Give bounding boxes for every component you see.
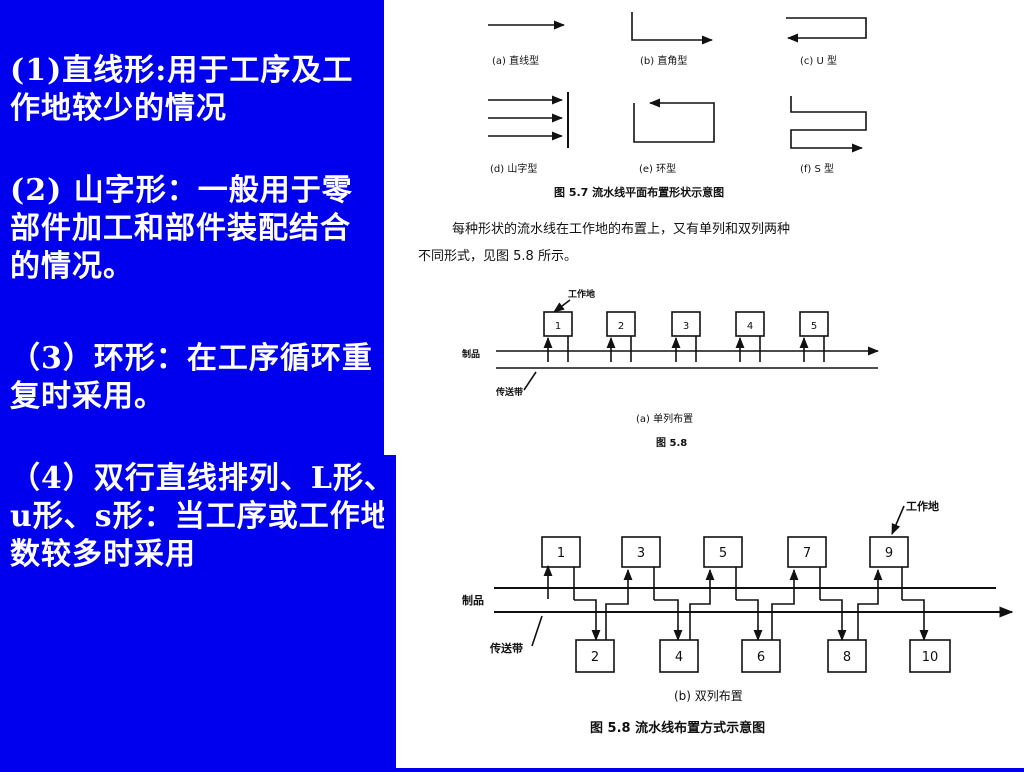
diagram-single-row: 工作地 制品 传送带 1 2 3 4 [462, 288, 880, 449]
body-text-line2: 不同形式，见图 5.8 所示。 [418, 249, 577, 264]
sub-caption-b: (b) 双列布置 [674, 689, 743, 703]
station-label-b-4: 4 [675, 650, 683, 665]
station-box-b-6: 6 [741, 568, 799, 673]
label-a: (a) 直线型 [492, 54, 539, 67]
shape-f-s [790, 96, 867, 153]
shape-e-ring [633, 98, 715, 143]
shape-d-mountain [488, 92, 569, 148]
workstation-label-a: 工作地 [568, 288, 595, 300]
station-box-a-2: 2 [606, 311, 636, 362]
station-label-b-9: 9 [885, 546, 893, 561]
paragraph-multi: （4）双行直线排列、L形、u形、s形：当工序或工作地数较多时采用 [10, 461, 395, 572]
station-label-a-2: 2 [618, 321, 624, 332]
label-d: (d) 山字型 [490, 162, 537, 175]
station-label-b-3: 3 [637, 546, 645, 561]
background-strip [384, 455, 396, 768]
fig58b-caption: 图 5.8 流水线布置方式示意图 [590, 720, 765, 736]
figure-area: (a) 直线型 (b) 直角型 (c) U 型 (d) 山字型 (e) 环型 (… [384, 0, 1024, 768]
conveyor-label-a: 传送带 [495, 386, 523, 398]
sub-caption-a: (a) 单列布置 [636, 412, 693, 425]
conveyor-label-b: 传送带 [489, 641, 523, 655]
station-label-a-4: 4 [747, 321, 753, 332]
body-text-line1: 每种形状的流水线在工作地的布置上，又有单列和双列两种 [452, 221, 790, 237]
station-label-b-6: 6 [757, 650, 765, 665]
station-label-b-5: 5 [719, 546, 727, 561]
station-box-b-10: 10 [909, 639, 951, 673]
shape-c-u [786, 17, 867, 43]
station-label-b-10: 10 [922, 650, 939, 665]
station-box-a-3: 3 [671, 311, 701, 362]
station-label-b-2: 2 [591, 650, 599, 665]
station-box-b-4: 4 [659, 568, 715, 673]
fig58a-caption: 图 5.8 [656, 437, 687, 449]
workstation-label-b: 工作地 [906, 499, 939, 513]
station-box-b-1: 1 [541, 536, 601, 642]
paragraph-mountain: (2) 山字形：一般用于零部件加工和部件装配结合的情况。 [10, 173, 353, 284]
product-label-b: 制品 [462, 593, 484, 607]
text-panel: (1)直线形:用于工序及工作地较少的情况 (2) 山字形：一般用于零部件加工和部… [0, 0, 394, 768]
station-box-b-8: 8 [827, 568, 883, 673]
station-label-a-1: 1 [555, 321, 561, 332]
label-e: (e) 环型 [639, 162, 676, 175]
label-b: (b) 直角型 [640, 54, 687, 67]
label-c: (c) U 型 [800, 54, 837, 67]
station-label-b-8: 8 [843, 650, 851, 665]
station-box-b-3: 3 [621, 536, 683, 642]
station-box-b-5: 5 [703, 536, 763, 642]
station-label-b-7: 7 [803, 546, 811, 561]
station-box-a-4: 4 [735, 311, 765, 362]
station-label-a-3: 3 [683, 321, 689, 332]
product-label-a: 制品 [462, 348, 480, 360]
station-box-b-7: 7 [787, 536, 847, 642]
diagram-double-row: 工作地 制品 传送带 1 2 3 [462, 499, 1014, 736]
paragraph-linear: (1)直线形:用于工序及工作地较少的情况 [10, 53, 354, 126]
shape-b-right-angle [631, 12, 714, 45]
fig57-caption: 图 5.7 流水线平面布置形状示意图 [554, 185, 724, 199]
figures-svg: (a) 直线型 (b) 直角型 (c) U 型 (d) 山字型 (e) 环型 (… [418, 12, 1014, 736]
station-box-b-2: 2 [575, 568, 633, 673]
station-box-a-1: 1 [543, 311, 573, 362]
station-box-b-9: 9 [869, 536, 929, 642]
station-label-a-5: 5 [811, 321, 817, 332]
station-label-b-1: 1 [557, 546, 565, 561]
station-box-a-5: 5 [799, 311, 829, 362]
label-f: (f) S 型 [800, 162, 834, 175]
paragraph-ring: （3）环形：在工序循环重复时采用。 [10, 341, 373, 414]
